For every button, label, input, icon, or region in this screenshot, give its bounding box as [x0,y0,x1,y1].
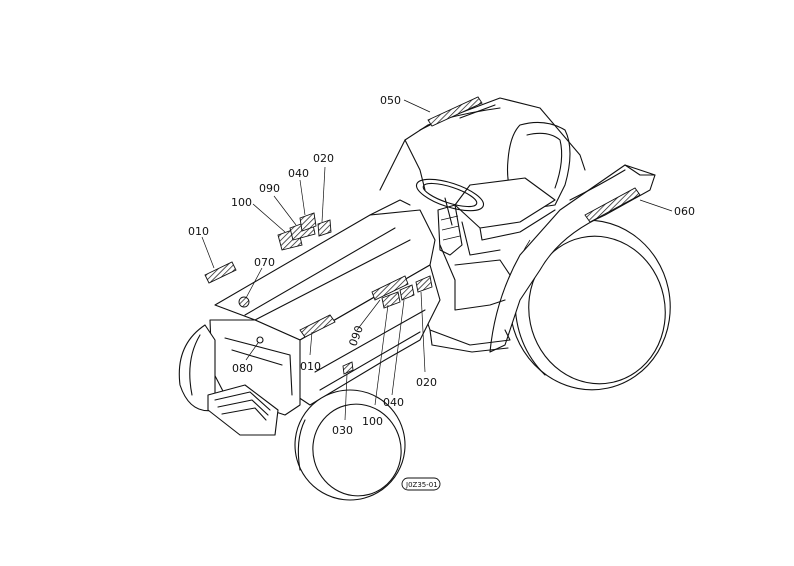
front-wheel-right [294,389,406,501]
cab-frame [379,97,586,191]
decal-010-hood [299,314,336,338]
decals [204,96,641,375]
label-080: 080 [232,362,253,375]
leader-lines [201,99,673,421]
decal-040-loose [299,212,317,232]
label-070: 070 [254,256,275,269]
front-weight [207,384,279,436]
decal-040-side [399,284,415,301]
label-100-side: 100 [362,415,383,428]
decal-050 [427,96,483,127]
decal-070 [238,296,250,308]
drawing-code-stamp: J0Z35-01 [401,477,441,491]
footstep-body [419,244,511,353]
decal-100-side [381,291,401,309]
seat [454,121,571,256]
label-010-hood: 010 [300,360,321,373]
part-labels: 050 060 010 100 090 040 020 070 080 010 … [188,94,695,437]
decal-020-side [415,275,433,293]
rear-wheel [509,219,671,391]
label-040-side: 040 [383,396,404,409]
steering-wheel [415,178,485,256]
decal-060 [584,187,641,223]
label-020-loose: 020 [313,152,334,165]
label-030: 030 [332,424,353,437]
decal-020-loose [317,219,332,237]
decal-030 [342,361,354,375]
label-040-loose: 040 [288,167,309,180]
label-010-loose: 010 [188,225,209,238]
decal-010-loose [204,261,237,284]
label-090-loose: 090 [259,182,280,195]
label-020-side: 020 [416,376,437,389]
label-060: 060 [674,205,695,218]
drawing-code: J0Z35-01 [405,481,438,489]
label-050: 050 [380,94,401,107]
label-100-loose: 100 [231,196,252,209]
decal-080 [256,336,264,344]
decal-090-side [371,275,409,301]
